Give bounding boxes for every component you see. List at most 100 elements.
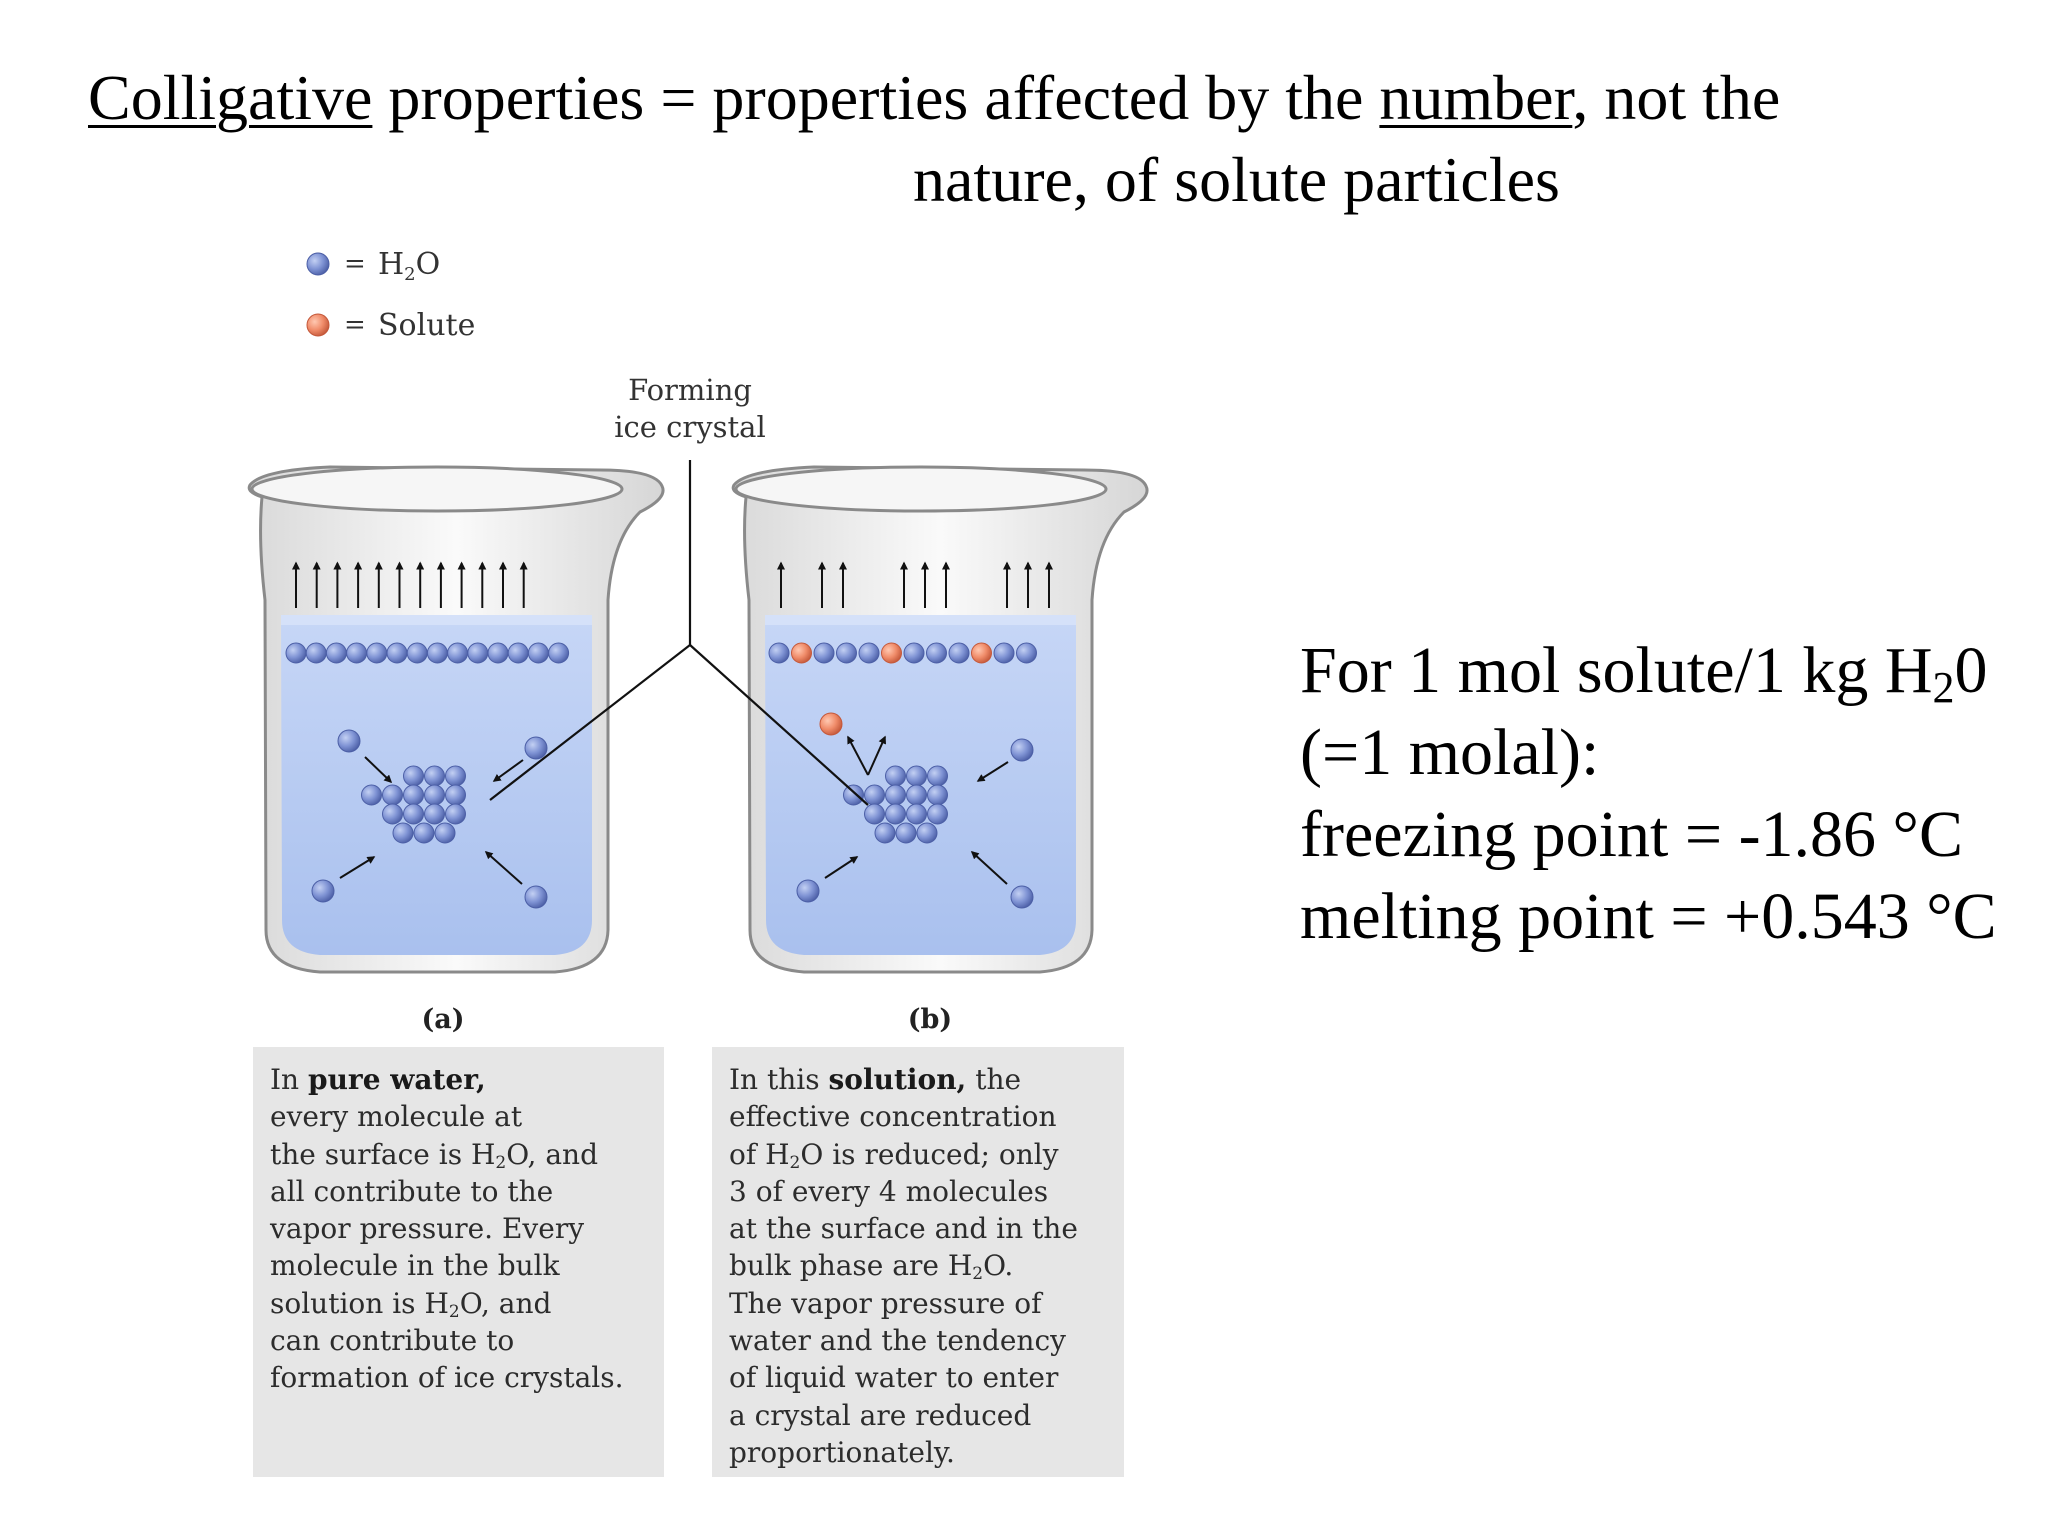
legend: = H2O = Solute <box>306 247 475 343</box>
bulk-molecules-a <box>311 729 548 909</box>
title-term: Colligative <box>88 62 373 133</box>
crystal-molecule <box>885 784 906 806</box>
water-molecule <box>311 879 335 903</box>
crystal-molecule <box>382 784 403 806</box>
molal-info: For 1 mol solute/1 kg H20 (=1 molal): fr… <box>1300 630 1997 958</box>
crystal-molecule <box>916 822 938 844</box>
bulk-molecules-b <box>796 712 1034 909</box>
caption-line: formation of ice crystals. <box>270 1361 624 1395</box>
solute-molecule <box>791 642 812 664</box>
arrow <box>484 851 523 885</box>
arrow <box>824 856 859 879</box>
water-molecule <box>467 642 489 664</box>
crystal-molecule <box>885 765 906 787</box>
solute-molecule <box>971 642 992 664</box>
solute-molecule <box>819 712 843 736</box>
legend-solute-label: Solute <box>378 308 475 343</box>
crystal-molecule <box>885 803 906 825</box>
legend-equals-solute: = <box>344 310 366 340</box>
crystal-molecule <box>424 784 445 806</box>
arrow <box>847 735 869 776</box>
arrow <box>970 850 1008 885</box>
solute-molecule <box>881 642 902 664</box>
caption-line: In pure water, <box>270 1063 486 1096</box>
crystal-molecule <box>403 765 424 787</box>
crystal-molecule <box>413 822 435 844</box>
caption-line: The vapor pressure of <box>729 1286 1042 1320</box>
water-molecule <box>768 642 790 664</box>
legend-water-label: H2O <box>378 247 440 285</box>
beaker-a-rim <box>250 465 624 513</box>
water-molecule <box>406 642 428 664</box>
caption-line: 3 of every 4 molecules <box>729 1174 1049 1208</box>
crystal-molecule <box>445 803 466 825</box>
ice-crystal-a <box>361 765 466 844</box>
caption-line: all contribute to the <box>270 1174 554 1208</box>
crystal-molecule <box>927 803 948 825</box>
caption-line: effective concentration <box>729 1100 1057 1134</box>
crystal-molecule <box>361 784 382 806</box>
info-line-1: For 1 mol solute/1 kg H20 <box>1300 634 1988 712</box>
arrow <box>976 761 1009 782</box>
water-molecule <box>447 642 469 664</box>
page-title: Colligative properties = properties affe… <box>88 66 1780 130</box>
water-molecule <box>346 642 368 664</box>
crystal-molecule <box>906 803 927 825</box>
beaker-b-liquid-surface <box>765 615 1076 625</box>
crystal-molecule <box>403 784 424 806</box>
water-molecule-legend-icon <box>306 252 330 276</box>
water-molecule <box>337 729 361 753</box>
crystal-molecule <box>424 803 445 825</box>
vapor-arrows-b <box>777 561 1053 608</box>
water-molecule <box>836 642 857 664</box>
caption-line: In this solution, the <box>729 1063 1022 1096</box>
title-part2: , not the <box>1572 62 1781 133</box>
water-molecule <box>796 879 820 903</box>
crystal-molecule <box>445 765 466 787</box>
crystal-molecule <box>895 822 917 844</box>
crystal-molecule <box>445 784 466 806</box>
beaker-b <box>731 465 1149 974</box>
caption-line: vapor pressure. Every <box>270 1212 585 1246</box>
panel-a-label: (a) <box>421 1004 464 1035</box>
water-molecule <box>903 642 925 664</box>
water-molecule <box>1010 738 1034 762</box>
crystal-molecule <box>927 765 948 787</box>
callout-leader-lines <box>489 460 869 806</box>
page-title-line-2: nature, of solute particles <box>913 144 1560 215</box>
crystal-molecule <box>864 803 885 825</box>
beaker-a <box>247 465 665 974</box>
water-molecule <box>366 642 388 664</box>
water-molecule <box>548 642 570 664</box>
water-molecule <box>524 736 548 760</box>
caption-line: of liquid water to enter <box>729 1361 1059 1395</box>
water-molecule <box>507 642 529 664</box>
caption-line: water and the tendency <box>729 1324 1066 1358</box>
vapor-arrows-a <box>292 561 528 608</box>
ice-crystal-b <box>843 765 948 844</box>
freezing-point: freezing point = -1.86 °C <box>1300 798 1963 871</box>
title-number-word: number <box>1379 62 1573 133</box>
caption-line: the surface is H2O, and <box>270 1137 598 1173</box>
caption-b: In this solution, the effective concentra… <box>712 1047 1124 1477</box>
water-molecule <box>524 885 548 909</box>
caption-line: bulk phase are H2O. <box>729 1249 1014 1285</box>
crystal-molecule <box>392 822 414 844</box>
arrow <box>867 735 886 776</box>
water-molecule <box>285 642 307 664</box>
crystal-molecule <box>382 803 403 825</box>
crystal-molecule <box>434 822 456 844</box>
crystal-molecule <box>906 765 927 787</box>
caption-line: solution is H2O, and <box>270 1286 552 1322</box>
crystal-molecule <box>424 765 445 787</box>
water-molecule <box>305 642 327 664</box>
water-molecule <box>325 642 347 664</box>
water-molecule <box>487 642 509 664</box>
water-molecule <box>926 642 947 664</box>
caption-line: proportionately. <box>729 1435 955 1469</box>
beaker-b-rim <box>734 465 1108 513</box>
callout-line-1: Forming <box>628 373 752 407</box>
water-molecule <box>813 642 835 664</box>
crystal-molecule <box>874 822 896 844</box>
